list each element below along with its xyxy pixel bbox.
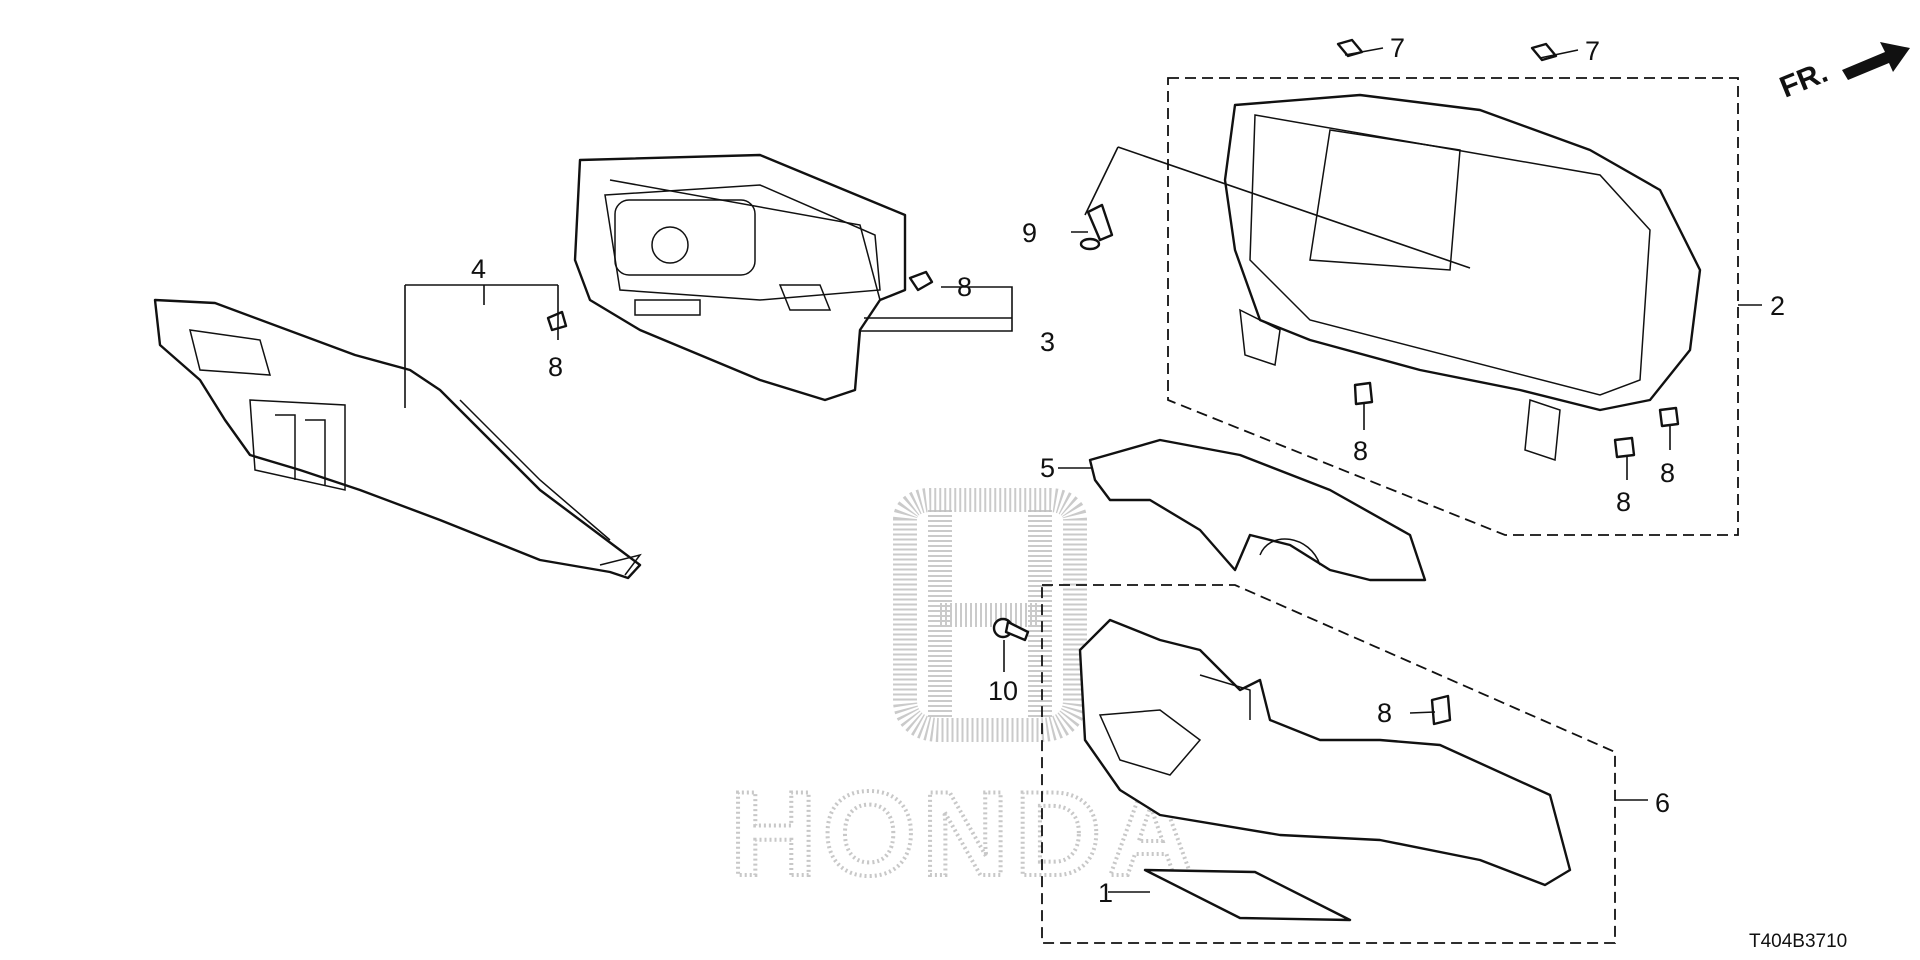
callout-8b: 8	[957, 272, 972, 302]
clip-8-icon	[1430, 694, 1452, 726]
callout-8c: 8	[1353, 436, 1368, 466]
front-arrow-icon	[1842, 42, 1910, 80]
callout-8d: 8	[1616, 487, 1631, 517]
assembly-group-boundaries	[1041, 77, 1739, 944]
callouts: 1 2 3 4 5 6 7 7 8 8 8 8 8 8 9 10	[471, 33, 1785, 908]
callout-8a: 8	[548, 352, 563, 382]
callout-6: 6	[1655, 788, 1670, 818]
screw-10-icon	[992, 617, 1030, 642]
front-direction-indicator: FR.	[1775, 42, 1910, 104]
screw-9-icon	[1079, 203, 1114, 251]
clip-8-icon	[1658, 406, 1680, 428]
part-4-dashboard-trim	[153, 298, 642, 580]
callout-8f: 8	[1377, 698, 1392, 728]
clip-8-icon	[1613, 436, 1636, 459]
fr-label: FR.	[1775, 56, 1832, 105]
callout-10: 10	[988, 676, 1018, 706]
part-2-instrument-cluster	[1223, 93, 1702, 462]
fasteners	[546, 38, 1680, 726]
leader-lines	[404, 47, 1762, 893]
callout-1: 1	[1098, 878, 1113, 908]
callout-3: 3	[1040, 327, 1055, 357]
figure-code: T404B3710	[1749, 931, 1847, 952]
clip-8-icon	[1353, 381, 1374, 406]
part-3-center-panel	[573, 153, 907, 402]
callout-4: 4	[471, 254, 486, 284]
clip-8-icon	[546, 310, 568, 332]
callout-8e: 8	[1660, 458, 1675, 488]
callout-7b: 7	[1585, 36, 1600, 66]
clip-8-icon	[908, 270, 934, 292]
callout-7a: 7	[1390, 33, 1405, 63]
part-6-lower-panel	[1078, 618, 1572, 887]
callout-5: 5	[1040, 453, 1055, 483]
callout-9: 9	[1022, 218, 1037, 248]
cluster-group-box	[1167, 77, 1739, 536]
callout-2: 2	[1770, 291, 1785, 321]
lower-panel-group-box	[1041, 584, 1616, 944]
part-5-column-cover	[1088, 438, 1427, 582]
part-1-label-plate	[1143, 868, 1352, 922]
